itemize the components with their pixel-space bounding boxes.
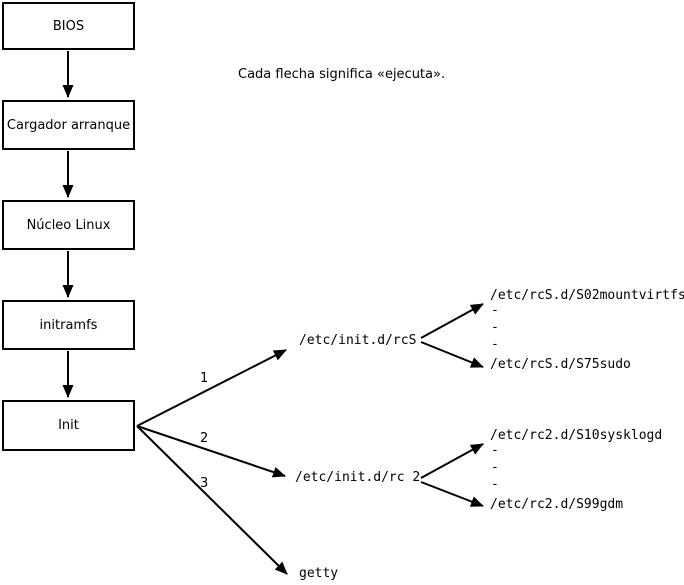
arrow-rcs-to-s02 [420,303,484,339]
rcs-ellipsis-dash-2: - [491,320,499,335]
box-initramfs-label: initramfs [39,317,98,333]
arrow-init-to-rcs [136,349,287,427]
branch-label-1: 1 [200,371,209,386]
script-s99gdm: /etc/rc2.d/S99gdm [490,497,624,512]
box-nucleo-linux-label: Núcleo Linux [26,217,111,233]
rc2-ellipsis-dash-2: - [491,460,499,475]
rc2-ellipsis-dash-1: - [491,443,499,458]
label-init-d-rcs: /etc/init.d/rcS [299,333,417,348]
script-s10sysklogd: /etc/rc2.d/S10sysklogd [490,428,663,443]
branch-label-2: 2 [200,431,209,446]
box-init: Init [2,400,135,451]
arrow-rcs-to-s75 [420,341,484,368]
rc2-ellipsis-dash-3: - [491,477,499,492]
note-text: Cada flecha significa «ejecuta». [238,67,446,82]
box-bios-label: BIOS [52,18,85,34]
box-bios: BIOS [2,2,135,50]
box-nucleo-linux: Núcleo Linux [2,200,135,250]
rcs-ellipsis-dash-3: - [491,337,499,352]
box-cargador-arranque: Cargador arranque [2,100,135,150]
branch-label-3: 3 [200,476,209,491]
arrow-rc2-to-s10 [420,443,484,479]
box-init-label: Init [58,418,79,433]
label-init-d-rc2: /etc/init.d/rc 2 [295,470,421,485]
script-s75sudo: /etc/rcS.d/S75sudo [490,357,631,372]
arrow-init-to-rc2 [136,425,286,478]
arrow-rc2-to-s99 [420,481,484,507]
box-initramfs: initramfs [2,300,135,350]
script-s02mountvirtfs: /etc/rcS.d/S02mountvirtfs [490,288,684,303]
arrow-init-to-getty [136,425,288,575]
box-cargador-arranque-label: Cargador arranque [6,117,131,133]
rcs-ellipsis-dash-1: - [491,303,499,318]
label-getty: getty [299,566,339,581]
